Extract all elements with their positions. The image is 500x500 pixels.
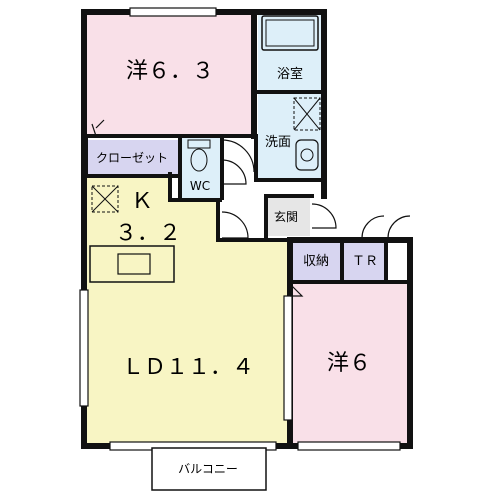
trunk-fill (344, 240, 386, 280)
door-room-b (289, 283, 304, 297)
window-west-ld (79, 289, 89, 407)
label-closet: クローゼット (96, 151, 168, 165)
label-trunk: ＴＲ (352, 254, 378, 269)
label-ld: ＬＤ１１．４ (122, 355, 254, 380)
door-washroom (221, 139, 255, 173)
western-room-b-fill (290, 282, 408, 444)
door-closet-a (91, 119, 105, 137)
label-entrance: 玄関 (274, 209, 298, 224)
walls (81, 9, 413, 449)
outer-wall (81, 9, 413, 449)
label-balcony: バルコニー (178, 462, 238, 476)
fridge-space-x (91, 185, 119, 213)
label-western-room-b: 洋６ (327, 351, 371, 376)
washing-machine (293, 97, 321, 131)
door-wc (221, 159, 247, 185)
bathtub-inner (265, 19, 315, 47)
label-western-room-a: 洋６．３ (126, 59, 214, 84)
outer-wall-ne (251, 9, 327, 199)
washing-machine-x (293, 97, 321, 131)
label-kitchen-size: ３．２ (115, 221, 181, 246)
label-wc: WC (190, 179, 210, 193)
toilet-tank (187, 139, 211, 149)
balcony (151, 447, 267, 491)
toilet-bowl (190, 148, 208, 172)
windows (79, 7, 401, 451)
ldk-fill (86, 174, 288, 444)
wash-basin-bowl (300, 148, 314, 162)
closet-fill (86, 140, 178, 174)
bathtub (261, 15, 319, 51)
label-storage: 収納 (303, 254, 329, 269)
window-north (129, 7, 217, 17)
door-ldk (221, 211, 249, 239)
bath-fill (258, 12, 322, 92)
label-bath: 浴室 (277, 66, 303, 82)
entrance-fill (268, 198, 310, 236)
western-room-a-fill (86, 12, 254, 134)
label-washroom: 洗面 (265, 135, 291, 150)
window-south-b (297, 441, 401, 451)
window-ld-east (283, 295, 293, 421)
storage-fill (290, 240, 342, 280)
fridge-space (91, 185, 119, 213)
door-storage (361, 215, 411, 239)
label-kitchen-letter: Ｋ (131, 189, 153, 214)
kitchen-sink (117, 253, 151, 275)
wash-basin (295, 139, 319, 171)
door-entrance (311, 203, 337, 229)
doors (91, 119, 411, 297)
kitchen-counter (89, 245, 175, 283)
